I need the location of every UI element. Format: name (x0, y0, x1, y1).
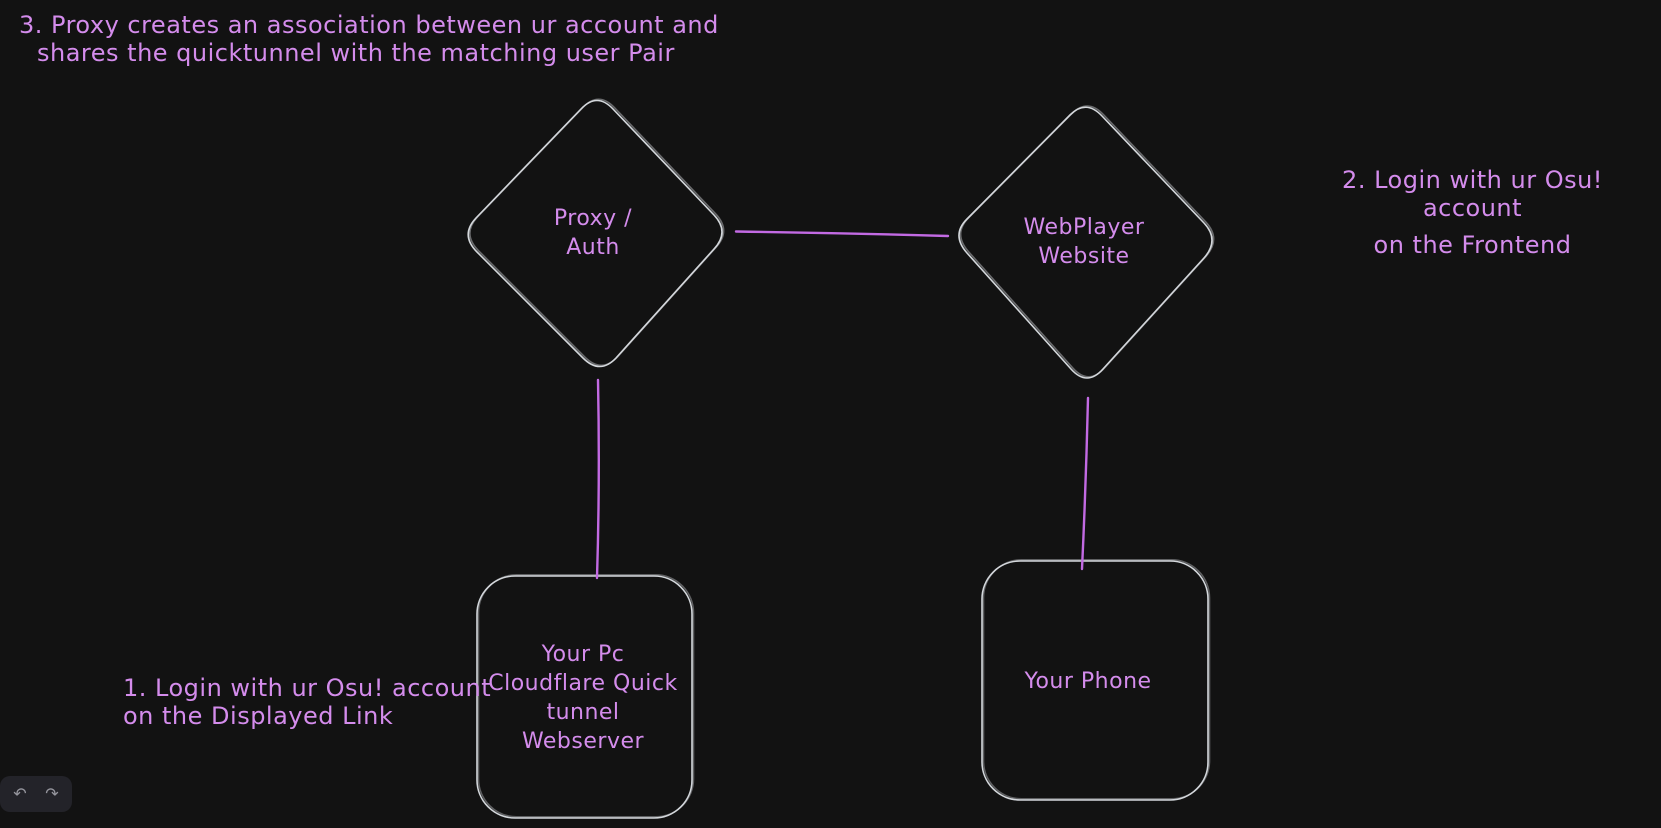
label-proxy-auth[interactable]: Proxy / Auth (553, 206, 633, 260)
rect-pc-quicktunnel-webserver-rough-stroke (477, 573, 695, 818)
rect-pc-quicktunnel-webserver[interactable] (476, 575, 693, 819)
redo-button[interactable]: ↷ (39, 781, 65, 807)
diamond-proxy-auth-rough-stroke (469, 98, 725, 367)
connector-proxy-to-pc[interactable] (595, 378, 600, 580)
connector-webplayer-to-phone[interactable] (1080, 396, 1090, 571)
undo-icon: ↶ (13, 784, 27, 803)
note-step-1-line-1: 1. Login with ur Osu! account (123, 674, 492, 702)
rect-your-phone-rough-stroke (982, 558, 1211, 800)
undo-button[interactable]: ↶ (7, 781, 33, 807)
note-step-3[interactable]: 3. Proxy creates an association between … (19, 11, 719, 67)
diamond-proxy-auth[interactable] (467, 99, 723, 368)
label-webplayer-website[interactable]: WebPlayer Website (1023, 215, 1145, 269)
diamond-webplayer-website[interactable] (958, 106, 1213, 379)
note-step-3-line-1: 3. Proxy creates an association between … (19, 11, 719, 39)
note-step-1[interactable]: 1. Login with ur Osu! account on the Dis… (123, 674, 491, 730)
label-your-phone[interactable]: Your Phone (1024, 669, 1152, 694)
diamond-webplayer-website-rough-stroke (959, 105, 1215, 378)
undo-redo-toolbar: ↶ ↷ (0, 776, 72, 812)
note-step-3-line-2: shares the quicktunnel with the matching… (37, 39, 675, 67)
note-step-2-line-1: 2. Login with ur Osu! account (1342, 166, 1603, 222)
connector-proxy-to-webplayer[interactable] (734, 230, 950, 238)
note-step-2-line-2: on the Frontend (1373, 231, 1572, 259)
label-pc-quicktunnel-webserver[interactable]: Your Pc Cloudflare Quick tunnel Webserve… (488, 642, 678, 754)
note-step-2[interactable]: 2. Login with ur Osu! account on the Fro… (1300, 166, 1645, 259)
note-step-1-line-2: on the Displayed Link (123, 702, 394, 730)
redo-icon: ↷ (45, 784, 59, 803)
rect-your-phone[interactable] (981, 560, 1209, 801)
